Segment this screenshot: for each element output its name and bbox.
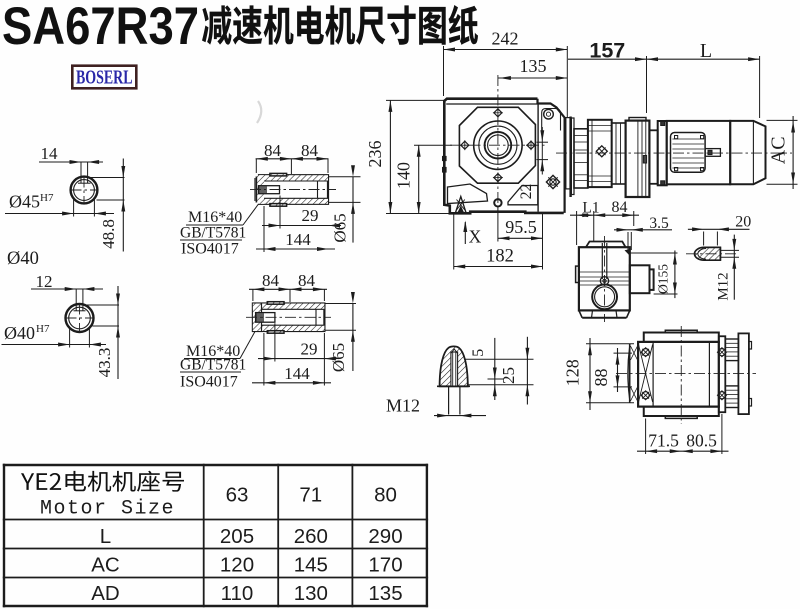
svg-text:BOSERL: BOSERL [76,67,133,89]
svg-text:260: 260 [294,525,328,548]
svg-text:130: 130 [294,582,328,605]
svg-text:140: 140 [394,162,414,189]
svg-text:84: 84 [301,141,319,160]
svg-text:14: 14 [41,144,59,163]
svg-text:120: 120 [220,554,254,577]
svg-text:84: 84 [612,199,628,216]
svg-text:L: L [700,40,712,62]
svg-text:290: 290 [368,525,402,548]
svg-text:5: 5 [470,349,487,357]
svg-text:80.5: 80.5 [686,431,717,451]
svg-text:M12: M12 [386,396,420,416]
svg-text:29: 29 [301,340,318,359]
svg-text:29: 29 [302,206,319,225]
svg-text:71.5: 71.5 [648,431,679,451]
svg-text:SA67R37: SA67R37 [2,0,199,56]
svg-text:L: L [100,525,111,548]
svg-text:205: 205 [220,525,254,548]
svg-text:AC: AC [768,136,790,164]
svg-text:Ø65: Ø65 [331,213,350,242]
svg-text:170: 170 [368,554,402,577]
svg-text:H7: H7 [36,323,50,335]
svg-text:20: 20 [735,214,751,231]
svg-text:88: 88 [591,369,611,387]
svg-text:110: 110 [221,582,254,605]
svg-text:242: 242 [492,29,519,49]
svg-text:95.5: 95.5 [505,217,537,237]
svg-text:84: 84 [262,271,280,290]
svg-text:182: 182 [486,247,514,267]
svg-text:GB/T5781: GB/T5781 [180,357,246,374]
svg-text:M12: M12 [716,272,732,300]
svg-text:Ø40: Ø40 [4,323,35,343]
svg-text:H7: H7 [40,192,54,204]
svg-text:22: 22 [518,184,535,200]
svg-text:3.5: 3.5 [649,215,669,232]
svg-text:43.3: 43.3 [95,348,114,378]
svg-text:144: 144 [285,230,311,249]
svg-text:AC: AC [91,554,120,577]
svg-text:48.8: 48.8 [99,219,118,249]
svg-text:X: X [469,227,482,247]
svg-text:80: 80 [374,484,397,507]
svg-text:Ø45: Ø45 [9,192,40,212]
svg-text:M16*40: M16*40 [188,209,242,226]
svg-text:M16*40: M16*40 [186,343,240,360]
svg-text:84: 84 [264,141,282,160]
svg-text:144: 144 [284,364,310,383]
svg-text:63: 63 [226,484,249,507]
svg-text:157: 157 [589,39,625,63]
svg-text:135: 135 [520,56,547,76]
svg-text:145: 145 [294,554,328,577]
svg-text:135: 135 [368,582,402,605]
svg-text:ISO4017: ISO4017 [180,374,238,391]
svg-text:L1: L1 [582,200,599,217]
svg-text:71: 71 [299,484,322,507]
svg-text:Ø65: Ø65 [329,343,348,372]
svg-text:236: 236 [365,141,385,168]
svg-text:AD: AD [91,582,119,605]
svg-text:Ø155: Ø155 [656,264,671,294]
svg-text:GB/T5781: GB/T5781 [180,225,246,242]
svg-text:12: 12 [36,272,53,291]
svg-text:128: 128 [563,359,583,386]
svg-text:84: 84 [298,271,316,290]
svg-text:Motor Size: Motor Size [40,498,175,521]
svg-text:ISO4017: ISO4017 [181,241,239,258]
svg-text:25: 25 [499,367,518,384]
svg-text:Ø40: Ø40 [7,249,39,269]
